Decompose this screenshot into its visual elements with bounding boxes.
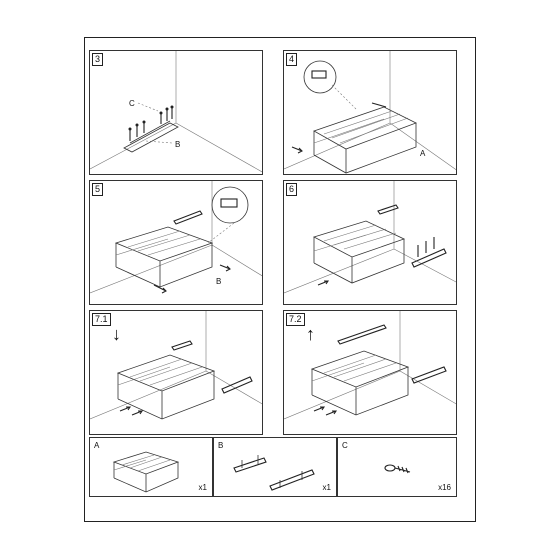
step-5-illustration — [90, 181, 262, 294]
arrow-up-icon: ↑ — [306, 324, 315, 344]
step-5-number: 5 — [92, 183, 104, 196]
step-7-1-panel: 7.1 ↓ — [89, 310, 263, 435]
step-6-panel: 6 — [283, 180, 457, 305]
step-6-number: 6 — [286, 183, 298, 196]
part-b-label: B — [218, 441, 224, 450]
part-c-panel: C x16 — [337, 437, 457, 497]
step-7-2-panel: 7.2 ↑ — [283, 310, 457, 435]
step-4-number: 4 — [286, 53, 298, 66]
part-a-panel: A x1 — [89, 437, 213, 497]
instruction-sheet: 3 C B 4 A — [84, 37, 476, 522]
step-7-2-number: 7.2 — [286, 313, 305, 326]
part-a-quantity: x1 — [198, 483, 207, 492]
callout-b: B — [175, 140, 181, 149]
part-c-quantity: x16 — [438, 483, 451, 492]
part-c-label: C — [342, 441, 348, 450]
part-a-label: A — [94, 441, 100, 450]
basket-part-icon — [112, 451, 180, 493]
rail-part-icon — [233, 455, 315, 491]
step-4-illustration — [284, 51, 456, 174]
step-7-2-illustration — [284, 311, 456, 420]
callout-b: B — [216, 277, 222, 286]
screw-part-icon — [384, 464, 411, 474]
step-3-illustration — [90, 51, 262, 173]
step-7-1-illustration — [90, 311, 262, 420]
callout-c: C — [129, 99, 135, 108]
callout-a: A — [420, 149, 426, 158]
step-5-panel: 5 B — [89, 180, 263, 305]
part-b-quantity: x1 — [322, 483, 331, 492]
step-7-1-number: 7.1 — [92, 313, 111, 326]
step-6-illustration — [284, 181, 456, 294]
arrow-down-icon: ↓ — [112, 324, 121, 344]
step-3-number: 3 — [92, 53, 104, 66]
step-3-panel: 3 C B — [89, 50, 263, 175]
step-4-panel: 4 A — [283, 50, 457, 175]
part-b-panel: B x1 — [213, 437, 337, 497]
